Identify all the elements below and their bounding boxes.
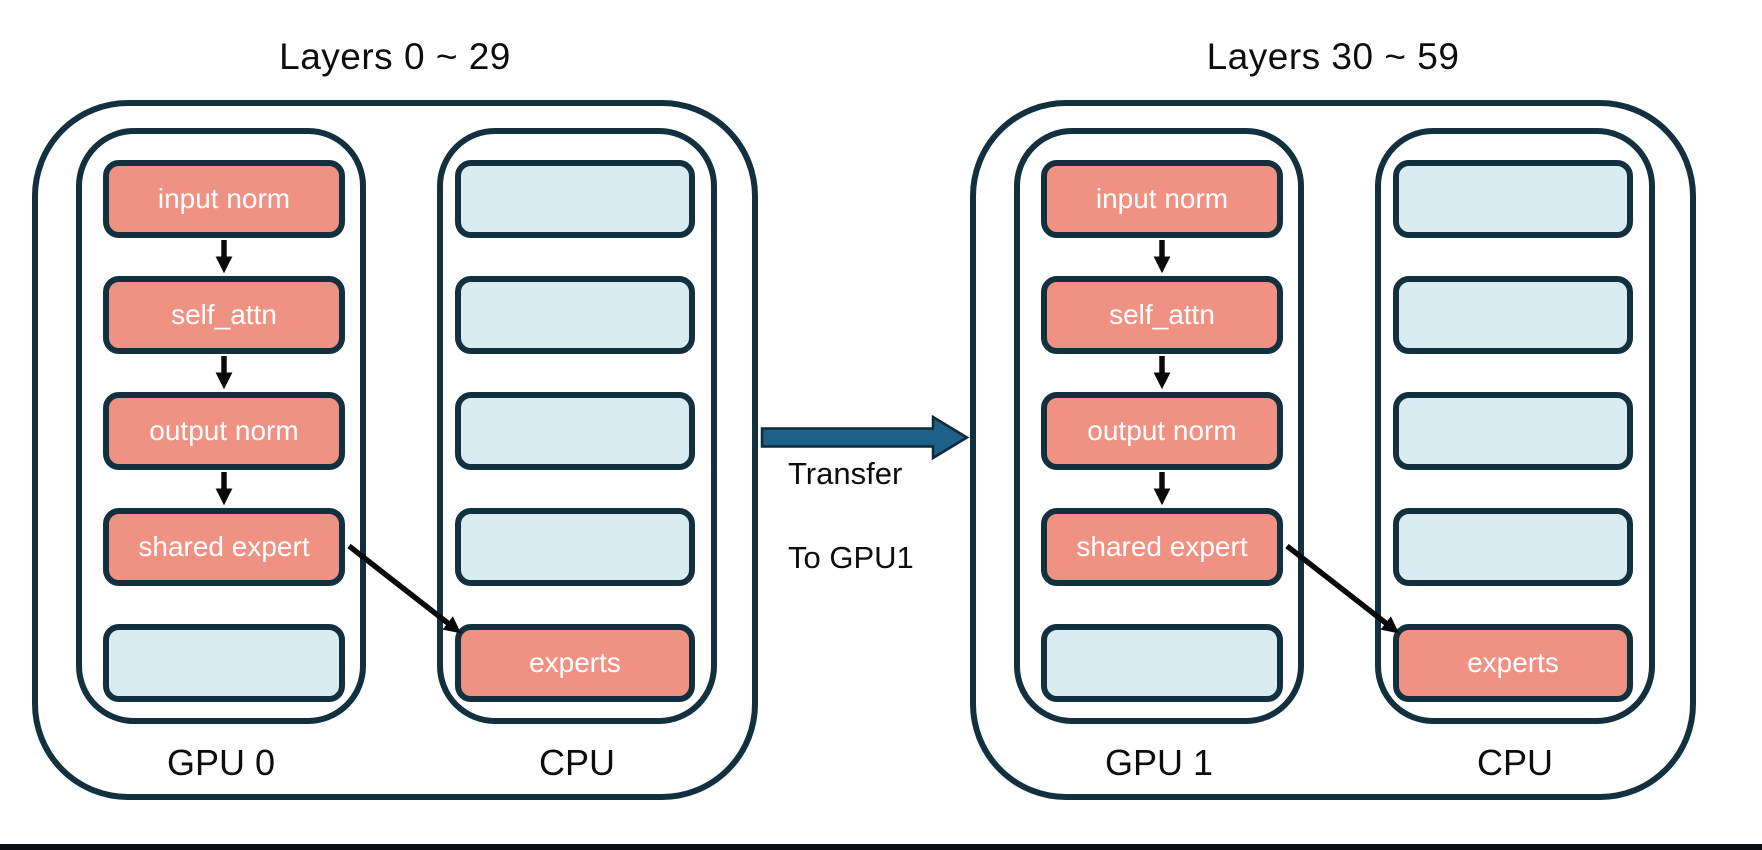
- module-box-label: experts: [1467, 647, 1559, 678]
- module-box-label: self_attn: [171, 299, 277, 330]
- empty-slot-cpu-left-3: [455, 392, 695, 470]
- transfer-arrow: [760, 414, 970, 461]
- module-box-label: self_attn: [1109, 299, 1215, 330]
- module-box-self-attn-gpu1: self_attn: [1041, 276, 1283, 354]
- transfer-label-line1: Transfer: [788, 456, 903, 491]
- empty-slot-cpu-right-2: [1393, 276, 1633, 354]
- gpu0-label: GPU 0: [166, 742, 276, 783]
- empty-slot-cpu-left-4: [455, 508, 695, 586]
- transfer-label: Transfer To GPU1: [788, 453, 914, 579]
- gpu1-label: GPU 1: [1104, 742, 1214, 783]
- cpu-label-left: CPU: [538, 742, 615, 783]
- empty-slot-cpu-right-4: [1393, 508, 1633, 586]
- module-box-input-norm-gpu1: input norm: [1041, 160, 1283, 238]
- module-box-label: shared expert: [138, 531, 310, 562]
- empty-slot-cpu-left-2: [455, 276, 695, 354]
- layers-title-right: Layers 30 ~ 59: [1206, 36, 1460, 77]
- module-box-label: output norm: [1087, 415, 1237, 446]
- empty-slot-gpu1: [1041, 624, 1283, 702]
- empty-slot-cpu-right-3: [1393, 392, 1633, 470]
- module-box-label: shared expert: [1076, 531, 1248, 562]
- empty-slot-cpu-left-1: [455, 160, 695, 238]
- bottom-border-line: [0, 844, 1762, 850]
- module-box-shared-expert-gpu1: shared expert: [1041, 508, 1283, 586]
- cpu-label-right: CPU: [1476, 742, 1553, 783]
- empty-slot-gpu0: [103, 624, 345, 702]
- module-box-label: output norm: [149, 415, 299, 446]
- transfer-label-line2: To GPU1: [788, 539, 914, 575]
- module-box-experts-cpu-left: experts: [455, 624, 695, 702]
- module-box-input-norm-gpu0: input norm: [103, 160, 345, 238]
- module-box-label: input norm: [157, 183, 291, 214]
- module-box-self-attn-gpu0: self_attn: [103, 276, 345, 354]
- layers-title-left: Layers 0 ~ 29: [279, 36, 511, 77]
- module-box-output-norm-gpu0: output norm: [103, 392, 345, 470]
- module-box-shared-expert-gpu0: shared expert: [103, 508, 345, 586]
- empty-slot-cpu-right-1: [1393, 160, 1633, 238]
- module-box-experts-cpu-right: experts: [1393, 624, 1633, 702]
- module-box-label: input norm: [1095, 183, 1229, 214]
- module-box-output-norm-gpu1: output norm: [1041, 392, 1283, 470]
- module-box-label: experts: [529, 647, 621, 678]
